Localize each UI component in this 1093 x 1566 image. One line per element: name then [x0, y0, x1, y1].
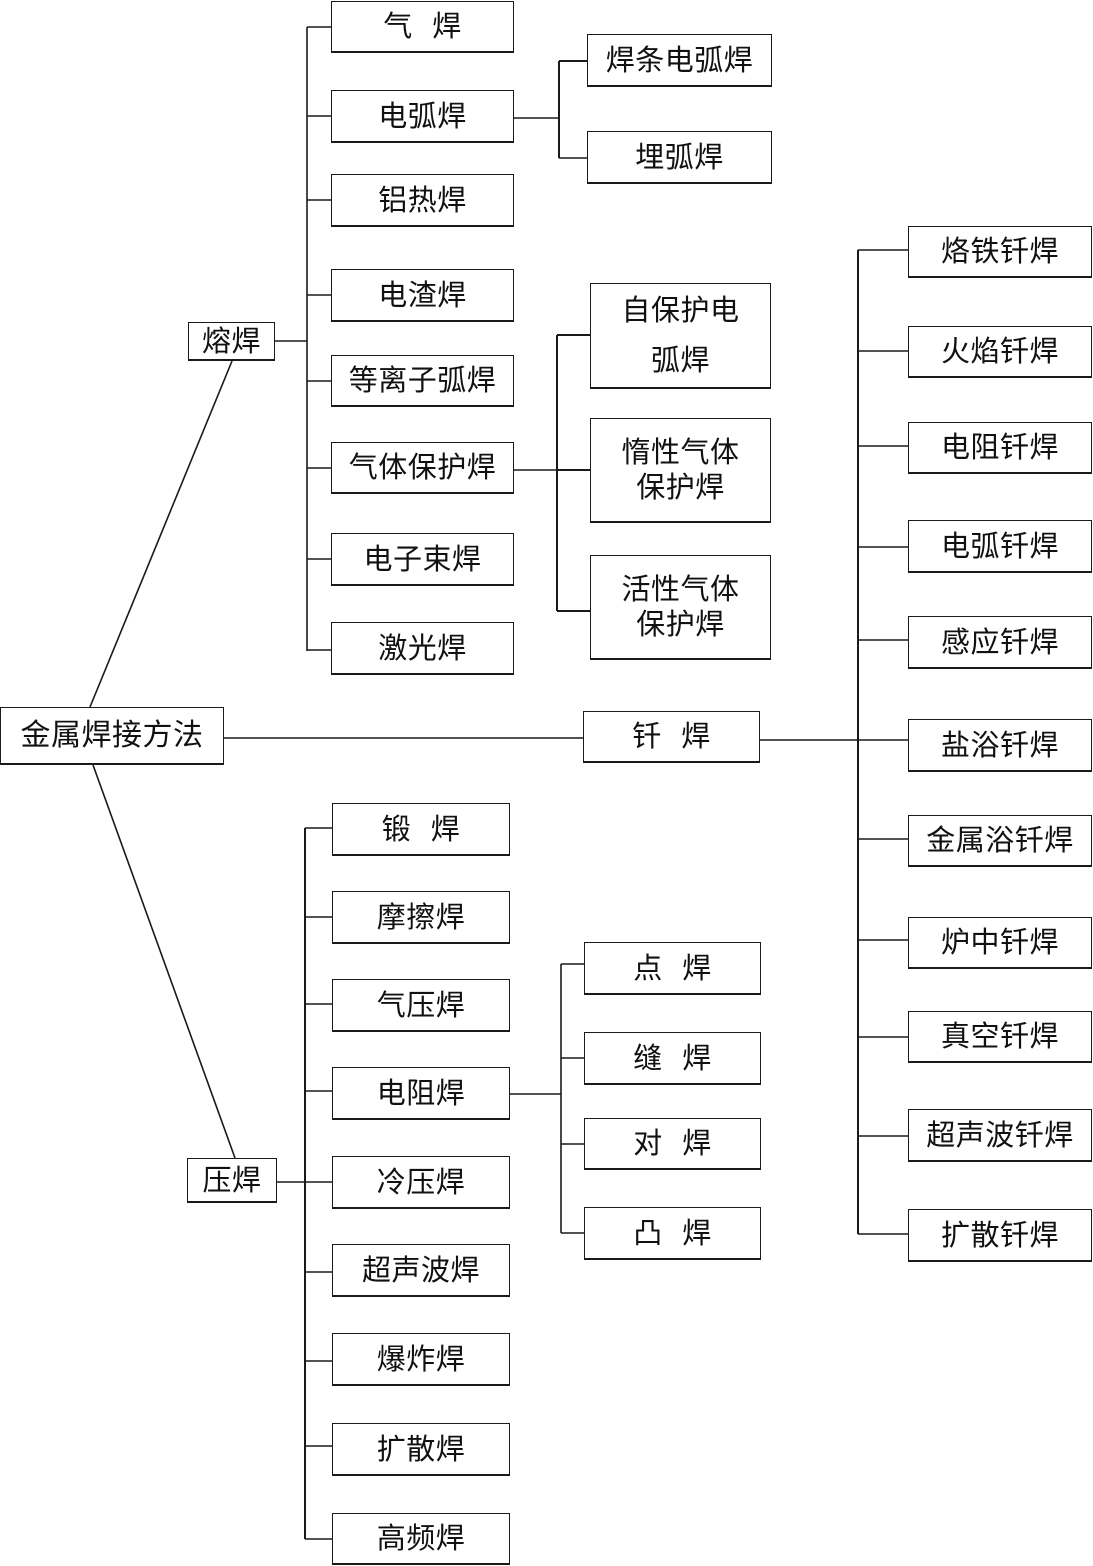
node-diffusion-brazing: 扩散钎焊	[908, 1209, 1092, 1262]
node-electroslag-welding: 电渣焊	[331, 269, 514, 322]
node-label: 钎 焊	[632, 719, 711, 754]
node-label-line: 自保护电	[621, 293, 740, 328]
node-label: 焊条电弧焊	[605, 42, 754, 77]
node-label: 气 焊	[383, 9, 462, 44]
node-thermite-welding: 铝热焊	[331, 174, 514, 227]
node-label-line: 弧焊	[650, 342, 710, 377]
node-label: 气体保护焊	[348, 450, 497, 485]
node-label: 摩擦焊	[376, 899, 466, 934]
node-seam-welding: 缝 焊	[584, 1032, 761, 1085]
node-label: 扩散钎焊	[940, 1217, 1059, 1252]
node-label: 爆炸焊	[376, 1341, 466, 1376]
node-flame-brazing: 火焰钎焊	[908, 326, 1092, 378]
node-resistance-brazing: 电阻钎焊	[908, 422, 1092, 474]
node-friction-welding: 摩擦焊	[332, 891, 510, 944]
node-diffusion-welding: 扩散焊	[332, 1423, 510, 1476]
node-label: 超声波钎焊	[926, 1117, 1074, 1152]
node-arc-welding: 电弧焊	[331, 90, 514, 143]
node-label: 烙铁钎焊	[940, 234, 1059, 269]
node-label-line: 活性气体	[621, 571, 740, 606]
node-spot-welding: 点 焊	[584, 942, 761, 995]
node-label: 锻 焊	[381, 811, 461, 846]
node-ultrasonic-brazing: 超声波钎焊	[908, 1109, 1092, 1162]
node-gas-shielded-welding: 气体保护焊	[331, 442, 514, 494]
node-ultrasonic-welding: 超声波焊	[332, 1244, 510, 1297]
root-to-fusion-line	[89, 360, 233, 708]
node-label: 超声波焊	[361, 1252, 480, 1287]
node-explosion-welding: 爆炸焊	[332, 1333, 510, 1386]
node-label: 扩散焊	[376, 1431, 466, 1466]
node-submerged-arc: 埋弧焊	[587, 131, 772, 184]
node-label-line: 保护焊	[636, 607, 725, 641]
node-induction-brazing: 感应钎焊	[908, 616, 1092, 669]
node-brazing: 钎 焊	[583, 711, 760, 763]
node-label: 对 焊	[633, 1126, 712, 1161]
node-label: 电弧钎焊	[940, 528, 1059, 563]
node-high-frequency-welding: 高频焊	[332, 1513, 510, 1565]
node-cold-pressure-welding: 冷压焊	[332, 1156, 510, 1209]
node-electron-beam-welding: 电子束焊	[331, 533, 514, 586]
node-label: 铝热焊	[378, 182, 467, 217]
node-root: 金属焊接方法	[0, 707, 224, 765]
node-label: 点 焊	[633, 950, 712, 985]
node-label-line: 保护焊	[636, 470, 725, 504]
node-label: 电阻焊	[376, 1075, 466, 1110]
node-label: 高频焊	[376, 1521, 466, 1556]
node-arc-brazing: 电弧钎焊	[908, 520, 1092, 573]
node-label: 感应钎焊	[940, 624, 1059, 659]
node-vacuum-brazing: 真空钎焊	[908, 1011, 1092, 1063]
root-to-pressure-line	[92, 764, 236, 1159]
node-label: 埋弧焊	[635, 139, 724, 174]
node-plasma-arc-welding: 等离子弧焊	[331, 355, 514, 407]
node-laser-welding: 激光焊	[331, 622, 514, 675]
node-forge-welding: 锻 焊	[332, 803, 510, 856]
node-label: 炉中钎焊	[940, 925, 1059, 960]
node-active-gas-shielded: 活性气体 保护焊	[590, 555, 771, 660]
node-furnace-brazing: 炉中钎焊	[908, 917, 1092, 969]
node-label-line: 惰性气体	[621, 434, 740, 469]
node-projection-welding: 凸 焊	[584, 1207, 761, 1260]
node-butt-welding: 对 焊	[584, 1118, 761, 1170]
node-label: 压焊	[202, 1162, 262, 1197]
node-pressure: 压焊	[187, 1158, 277, 1203]
node-label: 熔焊	[201, 323, 261, 358]
node-metal-bath-brazing: 金属浴钎焊	[908, 815, 1092, 867]
node-label: 气压焊	[376, 987, 466, 1022]
node-label: 激光焊	[378, 630, 467, 665]
node-label: 缝 焊	[633, 1040, 712, 1075]
node-smaw: 焊条电弧焊	[587, 34, 772, 87]
node-label: 冷压焊	[376, 1164, 466, 1199]
node-label: 等离子弧焊	[348, 363, 497, 398]
node-label: 凸 焊	[633, 1215, 712, 1250]
node-self-shielded-arc: 自保护电 弧焊	[590, 283, 771, 389]
node-salt-bath-brazing: 盐浴钎焊	[908, 719, 1092, 772]
node-label: 金属浴钎焊	[926, 823, 1074, 858]
node-label: 电渣焊	[378, 277, 467, 312]
node-label: 真空钎焊	[940, 1019, 1059, 1054]
node-inert-gas-shielded: 惰性气体 保护焊	[590, 418, 771, 523]
node-label: 电子束焊	[363, 541, 482, 576]
node-gas-pressure-welding: 气压焊	[332, 979, 510, 1032]
node-resistance-welding: 电阻焊	[332, 1067, 510, 1120]
node-label: 火焰钎焊	[940, 334, 1059, 369]
node-label: 盐浴钎焊	[940, 727, 1059, 762]
node-label: 电弧焊	[378, 98, 467, 133]
node-fusion: 熔焊	[188, 322, 275, 361]
node-soldering-iron-brazing: 烙铁钎焊	[908, 226, 1092, 278]
node-label: 电阻钎焊	[940, 430, 1059, 465]
node-gas-welding: 气 焊	[331, 1, 514, 53]
node-label: 金属焊接方法	[20, 717, 204, 753]
